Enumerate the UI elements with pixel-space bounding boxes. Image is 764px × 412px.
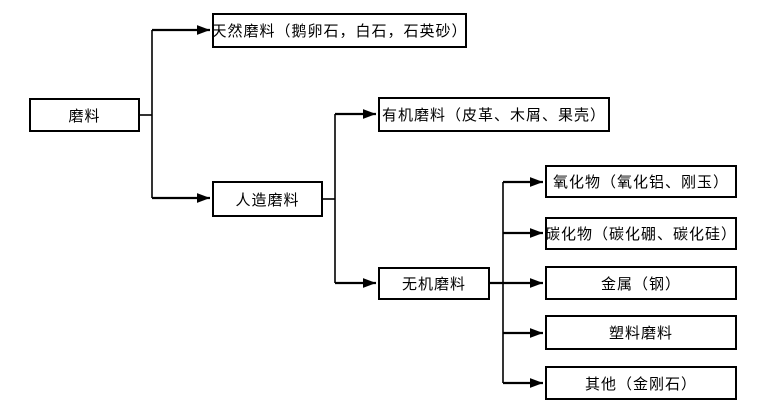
node-carbide: 碳化物（碳化硼、碳化硅） xyxy=(545,217,737,250)
arrow-lines xyxy=(152,25,543,388)
node-plastic-abrasive: 塑料磨料 xyxy=(545,315,737,350)
node-other: 其他（金刚石） xyxy=(545,366,737,400)
node-oxide: 氧化物（氧化铝、刚玉） xyxy=(545,165,737,198)
node-natural-abrasive: 天然磨料（鹅卵石，白石，石英砂） xyxy=(212,13,467,48)
node-artificial-abrasive: 人造磨料 xyxy=(212,181,323,217)
node-metal: 金属（钢） xyxy=(545,266,737,300)
node-abrasive: 磨料 xyxy=(29,98,140,132)
node-organic-abrasive: 有机磨料（皮革、木屑、果壳） xyxy=(378,97,610,132)
node-inorganic-abrasive: 无机磨料 xyxy=(378,267,490,300)
